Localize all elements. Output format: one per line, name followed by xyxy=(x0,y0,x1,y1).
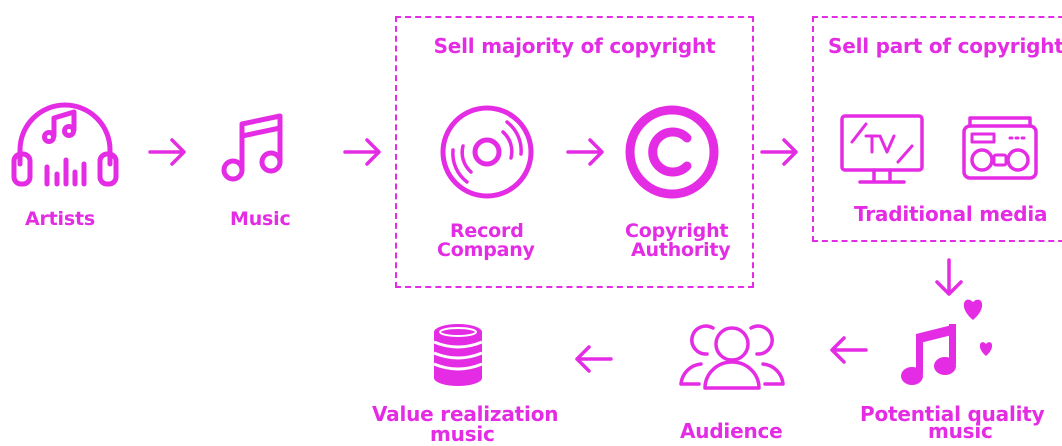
arrow-artists-music xyxy=(148,138,186,166)
tv-icon xyxy=(840,114,924,184)
sell-majority-title: Sell majority of copyright xyxy=(433,34,716,58)
arrow-audience-value xyxy=(575,345,613,373)
audience-label: Audience xyxy=(680,419,783,443)
traditional-media-label: Traditional media xyxy=(854,202,1048,226)
arrow-potential-audience xyxy=(830,336,868,364)
headphones-icon xyxy=(11,102,119,187)
radio-icon xyxy=(962,116,1038,180)
arrow-copyright-media xyxy=(760,138,798,166)
sell-majority-group xyxy=(395,16,754,288)
music-label: Music xyxy=(230,208,291,230)
coin-stack-icon xyxy=(433,324,483,386)
record-company-line2: Company xyxy=(437,239,535,261)
music-note-icon xyxy=(221,113,283,182)
vinyl-record-icon xyxy=(440,105,534,199)
value-realization-line1: Value realization xyxy=(372,402,559,426)
sell-part-group xyxy=(812,16,1062,242)
potential-quality-line2: music xyxy=(928,419,993,443)
value-realization-line2: music xyxy=(430,422,495,446)
potential-quality-line1: Potential quality xyxy=(860,402,1045,426)
people-icon xyxy=(679,324,785,390)
record-company-line1: Record xyxy=(450,220,524,242)
arrow-media-potential xyxy=(935,258,963,296)
copyright-authority-line1: Copyright xyxy=(625,220,729,242)
copyright-authority-line2: Authority xyxy=(631,239,731,261)
copyright-icon xyxy=(625,105,719,199)
music-hearts-icon xyxy=(901,299,993,385)
arrow-music-record xyxy=(343,138,381,166)
sell-part-title: Sell part of copyright xyxy=(828,34,1062,58)
artists-label: Artists xyxy=(25,208,95,230)
arrow-record-copyright xyxy=(566,138,604,166)
